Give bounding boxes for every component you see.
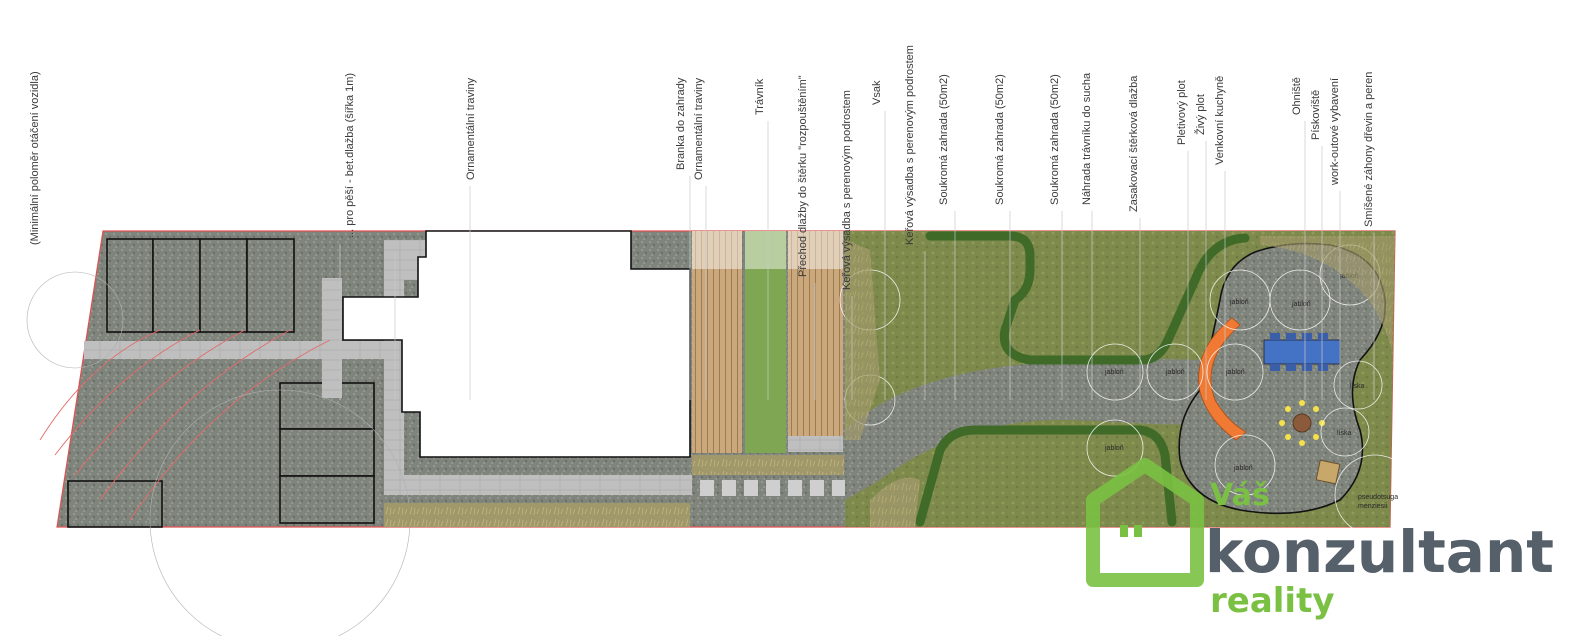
paving-transition-strip: [788, 231, 843, 436]
label-private-garden-1: Soukromá zahrada (50m2): [938, 74, 950, 205]
label-fireplace: Ohniště: [1291, 77, 1303, 115]
label-paving-transition: Přechod dlažby do štěrku "rozpouštěním": [797, 75, 809, 277]
label-gravel-paving: Zasakovací štěrková dlažba: [1128, 75, 1140, 212]
logo-house-icon: [1086, 458, 1204, 587]
sandpit: [1315, 459, 1341, 485]
deck-strip: [692, 231, 742, 453]
grass-edge-right: [1260, 236, 1395, 350]
label-pedestrian-path: ... pro pěší - bet.dlažba (šířka 1m): [344, 73, 356, 238]
garden-gravel-path: [845, 358, 1230, 500]
label-private-garden-2: Soukromá zahrada (50m2): [994, 74, 1006, 205]
parking-area: [67, 238, 375, 528]
plant-label-apple-8: jabloň: [1233, 465, 1253, 472]
plant-label-apple-4: jabloň: [1104, 445, 1124, 452]
label-ornamental-grasses-1: Ornamentální traviny: [465, 77, 477, 180]
house: [342, 230, 691, 458]
plant-label-menziesii: menziesii: [1358, 503, 1388, 510]
plant-label-apple-3: jabloň: [1225, 369, 1245, 376]
lawn-strip: [745, 231, 786, 453]
ornamental-grass-strip: [384, 503, 690, 527]
label-soakaway: Vsak: [871, 80, 883, 105]
label-shrub-planting: Keřová výsadba s perenovým podrostem: [841, 90, 853, 290]
fireplace: [1279, 400, 1325, 446]
turning-radius-arcs: [26, 271, 411, 636]
label-hedge: Živý plot: [1194, 94, 1207, 135]
plant-label-pseudotsuga: pseudotsuga: [1358, 494, 1398, 501]
logo-top-text: Váš: [1210, 478, 1270, 513]
logo-sub-text: reality: [1210, 581, 1335, 621]
grass-edge-left: [845, 240, 880, 440]
grass-edge-bottom: [870, 477, 920, 527]
logo-main-text: konzultant: [1205, 518, 1554, 586]
plant-label-apple-2: jabloň: [1165, 369, 1185, 376]
label-shrub-planting-2: Keřová výsadba s perenovým podrostem: [904, 45, 916, 245]
label-workout: work-outové vybavení: [1329, 78, 1341, 186]
table-with-chairs: [1263, 333, 1341, 371]
label-mixed-beds: Smíšené záhony dřevin a peren: [1363, 72, 1375, 227]
bench: [1198, 317, 1247, 441]
label-mesh-fence: Pletivový plot: [1176, 80, 1188, 145]
label-garden-gate: Branka do zahrady: [675, 77, 687, 170]
label-lawn-replacement: Náhrada trávníku do sucha: [1081, 72, 1093, 205]
label-ornamental-grasses-2: Ornamentální traviny: [693, 77, 705, 180]
label-sandpit: Pískoviště: [1310, 90, 1322, 140]
leader-lines: [339, 111, 1375, 400]
plant-label-apple-6: jabloň: [1291, 301, 1311, 308]
label-private-garden-3: Soukromá zahrada (50m2): [1049, 74, 1061, 205]
plant-label-hazel-2: líska: [1337, 430, 1352, 437]
plant-label-apple-5: jabloň: [1229, 299, 1249, 306]
plant-label-hazel-1: líska: [1350, 383, 1365, 390]
plant-label-apple-1: jabloň: [1104, 369, 1124, 376]
label-outdoor-kitchen: Venkovní kuchyně: [1214, 76, 1226, 165]
labels-group: (Minimální poloměr otáčení vozidla) ... p…: [29, 45, 1375, 290]
logo: Váš konzultant reality: [1086, 458, 1554, 621]
label-lawn: Trávník: [754, 78, 766, 115]
label-turning-radius: (Minimální poloměr otáčení vozidla): [29, 71, 41, 245]
